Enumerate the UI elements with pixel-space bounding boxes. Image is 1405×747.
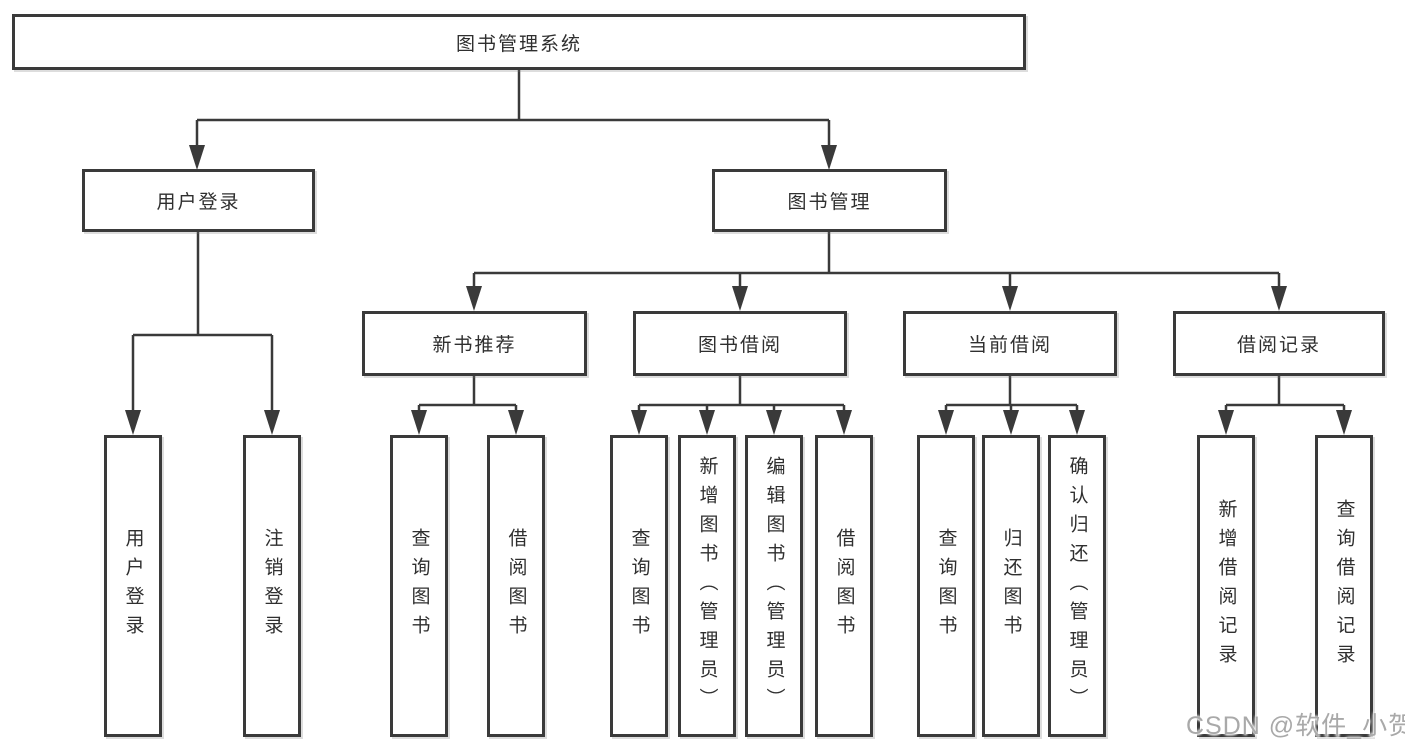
node-root-label: 图书管理系统	[455, 33, 582, 55]
arrowhead-new-books	[466, 286, 482, 311]
leaf-add-borrow-record: 新增借阅记录	[1197, 435, 1255, 737]
connector-user-login-to-leaves	[125, 232, 280, 435]
leaf-query-books-current-label: 查询图书	[935, 528, 957, 644]
node-book-management-label: 图书管理	[787, 192, 872, 213]
node-root: 图书管理系统	[12, 14, 1026, 70]
connector-root-to-level2	[189, 70, 837, 170]
leaf-borrow-books-borrow-label: 借阅图书	[833, 528, 855, 644]
leaf-user-login-action-label: 用户登录	[122, 528, 144, 644]
leaf-add-borrow-record-label: 新增借阅记录	[1215, 499, 1237, 673]
leaf-confirm-return-admin: 确认归还（管理员）	[1048, 435, 1106, 737]
leaf-add-book-admin-label: 新增图书（管理员）	[696, 455, 718, 717]
node-user-login-label: 用户登录	[156, 192, 241, 213]
leaf-user-login-action: 用户登录	[104, 435, 162, 737]
leaf-logout: 注销登录	[243, 435, 301, 737]
leaf-logout-label: 注销登录	[261, 528, 283, 644]
leaf-query-books-borrow-label: 查询图书	[628, 528, 650, 644]
leaf-borrow-books-newbooks: 借阅图书	[487, 435, 545, 737]
node-book-borrow-label: 图书借阅	[697, 335, 782, 356]
arrowhead-borrow-records	[1271, 286, 1287, 311]
connector-borrow-records-to-leaves	[1218, 376, 1352, 435]
node-new-book-recommend: 新书推荐	[362, 311, 587, 376]
leaf-query-books-newbooks-label: 查询图书	[408, 528, 430, 644]
node-current-borrow: 当前借阅	[903, 311, 1117, 376]
arrowhead-book-borrow	[732, 286, 748, 311]
csdn-watermark: CSDN @软件_小贺同学	[1186, 712, 1405, 740]
connector-book-mgmt-to-level3	[466, 232, 1287, 311]
leaf-query-books-newbooks: 查询图书	[390, 435, 448, 737]
leaf-confirm-return-admin-label: 确认归还（管理员）	[1066, 455, 1088, 717]
node-user-login: 用户登录	[82, 169, 315, 232]
leaf-query-books-current: 查询图书	[917, 435, 975, 737]
leaf-query-borrow-record-label: 查询借阅记录	[1333, 499, 1355, 673]
connector-current-borrow-to-leaves	[938, 376, 1085, 435]
node-borrow-records-label: 借阅记录	[1236, 335, 1321, 356]
leaf-edit-book-admin: 编辑图书（管理员）	[745, 435, 803, 737]
leaf-query-borrow-record: 查询借阅记录	[1315, 435, 1373, 737]
leaf-return-book-label: 归还图书	[1000, 528, 1022, 644]
leaf-return-book: 归还图书	[982, 435, 1040, 737]
leaf-query-books-borrow: 查询图书	[610, 435, 668, 737]
connector-book-borrow-to-leaves	[631, 376, 852, 435]
arrowhead-leaf-logout	[264, 410, 280, 435]
arrowhead-book-mgmt	[821, 145, 837, 170]
node-borrow-records: 借阅记录	[1173, 311, 1385, 376]
node-book-borrow: 图书借阅	[633, 311, 847, 376]
node-book-management: 图书管理	[712, 169, 947, 232]
leaf-add-book-admin: 新增图书（管理员）	[678, 435, 736, 737]
leaf-borrow-books-borrow: 借阅图书	[815, 435, 873, 737]
leaf-borrow-books-newbooks-label: 借阅图书	[505, 528, 527, 644]
connector-new-books-to-leaves	[411, 376, 524, 435]
arrowhead-current-borrow	[1002, 286, 1018, 311]
node-current-borrow-label: 当前借阅	[967, 335, 1052, 356]
arrowhead-user-login	[189, 145, 205, 170]
leaf-edit-book-admin-label: 编辑图书（管理员）	[763, 455, 785, 717]
arrowhead-leaf-user-login	[125, 410, 141, 435]
node-new-book-recommend-label: 新书推荐	[432, 335, 517, 356]
